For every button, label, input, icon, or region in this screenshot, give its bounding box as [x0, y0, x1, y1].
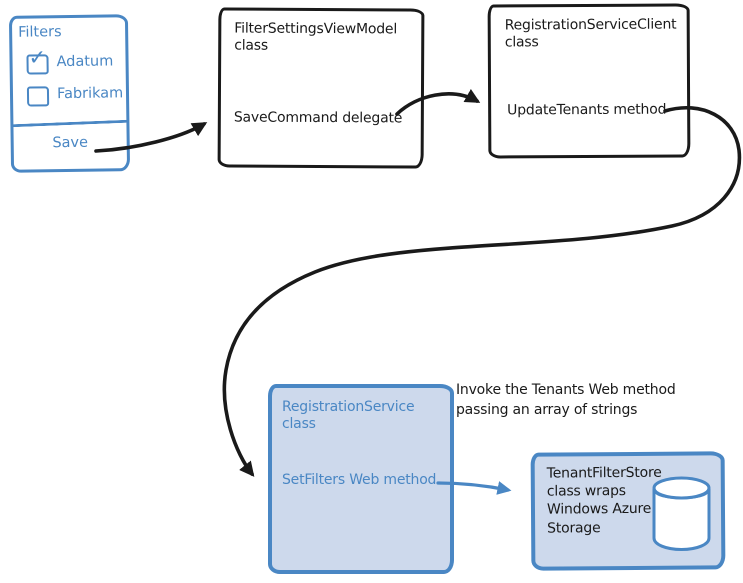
view-model-box-title: FilterSettingsViewModel class: [234, 20, 398, 54]
save-command-delegate-label: SaveCommand delegate: [233, 109, 403, 127]
registration-service-box-title: RegistrationService class: [282, 399, 415, 433]
filters-panel: Filters ✓ Adatum Fabrikam Save: [8, 14, 131, 173]
panel-divider: [12, 119, 128, 128]
tenant-store-box-label: TenantFilterStore class wraps Windows Az…: [546, 464, 662, 537]
update-tenants-method-label: UpdateTenants method: [507, 101, 667, 119]
tenant-store-box: TenantFilterStore class wraps Windows Az…: [530, 451, 726, 571]
checkbox-adatum[interactable]: ✓: [26, 45, 49, 75]
service-client-box: RegistrationServiceClient class UpdateTe…: [487, 3, 691, 159]
annotation-text: Invoke the Tenants Web method passing an…: [456, 382, 676, 418]
checkbox-fabrikam[interactable]: [26, 86, 50, 107]
view-model-box: FilterSettingsViewModel class SaveComman…: [217, 7, 425, 169]
check-icon: ✓: [28, 45, 47, 70]
filters-panel-title: Filters: [18, 24, 62, 41]
set-filters-method-label: SetFilters Web method: [282, 472, 437, 488]
service-client-box-title: RegistrationServiceClient class: [504, 16, 677, 51]
checkbox-fabrikam-label: Fabrikam: [56, 85, 124, 103]
save-button[interactable]: Save: [52, 134, 89, 152]
registration-service-box: RegistrationService class SetFilters Web…: [268, 384, 454, 574]
checkbox-adatum-label: Adatum: [56, 53, 114, 71]
